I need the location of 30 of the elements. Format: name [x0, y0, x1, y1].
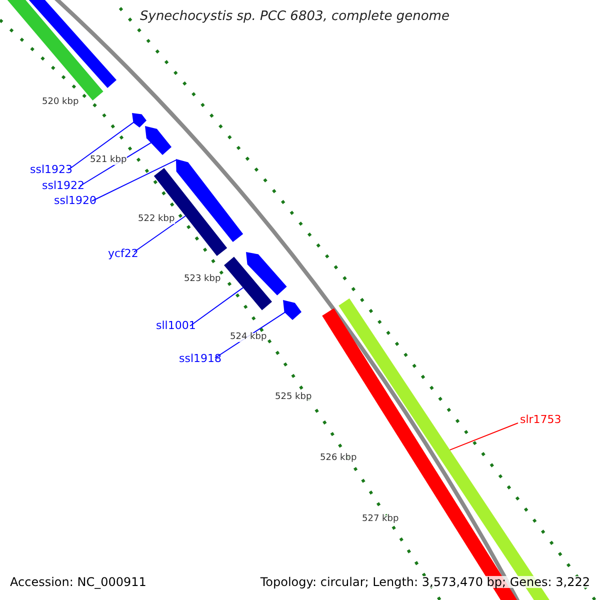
gene-label: sll1001	[156, 320, 196, 331]
gene-feature-pointed	[246, 252, 287, 296]
gene-label: ssl1918	[179, 353, 222, 364]
gene-label: ssl1922	[42, 180, 85, 191]
footer-text: Accession: NC_000911	[10, 576, 146, 588]
scale-label: 521 kbp	[90, 156, 127, 165]
scale-label: 523 kbp	[184, 275, 221, 284]
scale-label: 526 kbp	[320, 454, 357, 463]
gene-feature-pointed	[283, 300, 302, 320]
scale-label: 524 kbp	[230, 333, 267, 342]
gene-feature	[154, 168, 228, 256]
gene-feature-pointed	[132, 113, 146, 128]
scale-label: 520 kbp	[42, 98, 79, 107]
title: Synechocystis sp. PCC 6803, complete genome	[140, 10, 450, 23]
leader-line	[190, 287, 244, 326]
gene-feature-pointed	[176, 159, 244, 242]
gene-label: slr1753	[520, 414, 562, 425]
gene-feature	[224, 256, 272, 310]
gene-label: ssl1920	[54, 195, 97, 206]
leader-line	[68, 122, 134, 170]
scale-label: 522 kbp	[138, 215, 175, 224]
leader-line	[92, 159, 178, 202]
gene-label: ssl1923	[30, 164, 73, 175]
leader-line	[134, 216, 186, 252]
gene-feature-pointed	[145, 126, 172, 155]
footer-text: Topology: circular; Length: 3,573,470 bp; Genes: 3,222	[260, 576, 590, 588]
scale-label: 525 kbp	[275, 393, 312, 402]
gene-label: ycf22	[108, 248, 138, 259]
scale-label: 527 kbp	[362, 515, 399, 524]
leader-line	[449, 422, 518, 450]
